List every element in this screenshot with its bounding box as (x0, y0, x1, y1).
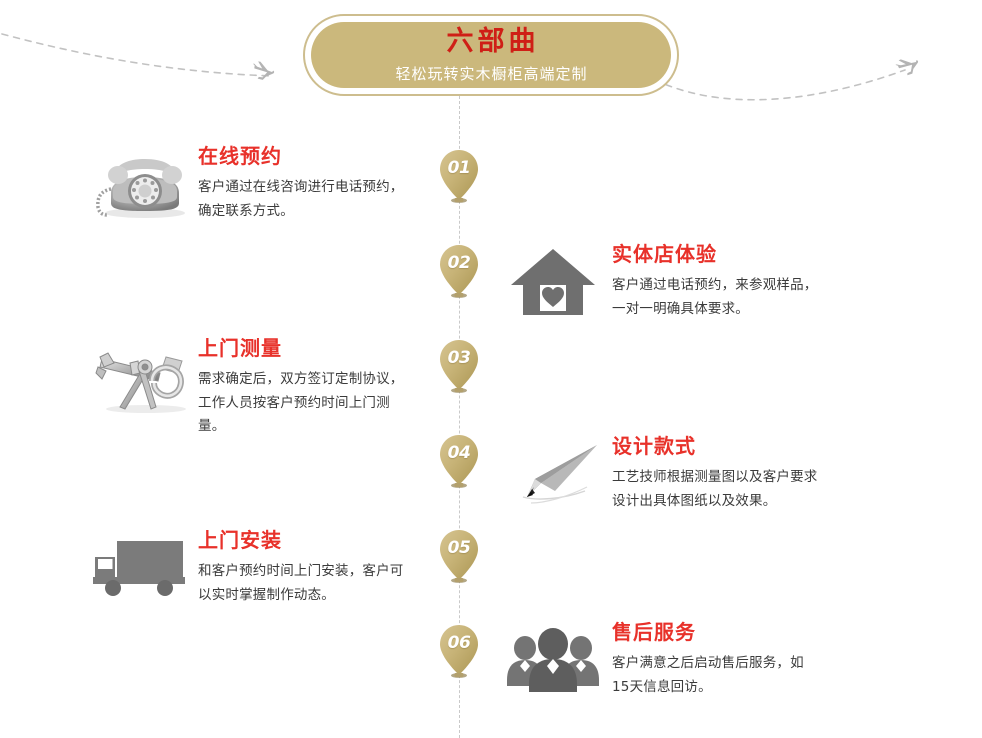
dashed-flight-path-left (1, 33, 273, 77)
timeline-pin-06: 06 (437, 623, 481, 681)
pin-number: 02 (447, 253, 471, 273)
caliper-compass-icon (88, 334, 198, 420)
step-05: 上门安装 和客户预约时间上门安装，客户可 以实时掌握制作动态。 (88, 526, 448, 612)
pin-shape (440, 340, 478, 393)
pin-number: 03 (447, 348, 471, 368)
timeline-spine (459, 96, 460, 738)
timeline-pin-02: 02 (437, 243, 481, 301)
desc-line: 客户通过电话预约，来参观样品， (612, 277, 818, 293)
desc-line: 工艺技师根据测量图以及客户要求 (612, 469, 818, 485)
desc-line: 确定联系方式。 (198, 202, 294, 219)
pin-number: 01 (447, 158, 471, 178)
desc-line: 工作人员按客户预约时间上门测 (198, 394, 390, 411)
step-02: 实体店体验 客户通过电话预约，来参观样品， 一对一明确具体要求。 (498, 240, 918, 326)
step-03: 上门测量 需求确定后，双方签订定制协议， 工作人员按客户预约时间上门测 量。 (88, 334, 448, 439)
pencil-icon (498, 432, 608, 518)
timeline-pin-05: 05 (437, 528, 481, 586)
desc-line: 需求确定后，双方签订定制协议， (198, 371, 404, 387)
house-heart-icon (498, 240, 608, 326)
step-heading: 实体店体验 (612, 242, 717, 266)
desc-line: 一对一明确具体要求。 (612, 300, 749, 317)
timeline-pin-01: 01 (437, 148, 481, 206)
pin-number: 04 (447, 443, 471, 463)
pin-number: 05 (447, 538, 471, 558)
airplane-icon-left (253, 61, 275, 80)
step-description: 需求确定后，双方签订定制协议， 工作人员按客户预约时间上门测 量。 (198, 368, 448, 439)
pin-shape (440, 530, 478, 583)
timeline-pin-04: 04 (437, 433, 481, 491)
step-heading: 上门安装 (198, 528, 282, 552)
rotary-telephone-icon (88, 142, 198, 228)
page-title: 六部曲 (446, 26, 540, 58)
desc-line: 量。 (198, 418, 226, 435)
step-01: 在线预约 客户通过在线咨询进行电话预约， 确定联系方式。 (88, 142, 448, 228)
desc-line: 和客户预约时间上门安装，客户可 (198, 563, 404, 579)
step-04: 设计款式 工艺技师根据测量图以及客户要求 设计出具体图纸以及效果。 (498, 432, 918, 518)
step-heading: 设计款式 (612, 434, 696, 458)
desc-line: 设计出具体图纸以及效果。 (612, 492, 777, 509)
desc-line: 客户通过在线咨询进行电话预约， (198, 179, 404, 195)
pin-number: 06 (447, 633, 471, 653)
timeline-pin-03: 03 (437, 338, 481, 396)
pin-shape (440, 435, 478, 488)
pin-shape (440, 625, 478, 678)
step-description: 客户通过在线咨询进行电话预约， 确定联系方式。 (198, 176, 448, 223)
step-heading: 售后服务 (612, 620, 696, 644)
step-description: 和客户预约时间上门安装，客户可 以实时掌握制作动态。 (198, 560, 448, 607)
step-description: 客户满意之后启动售后服务，如 15天信息回访。 (612, 652, 902, 699)
step-description: 工艺技师根据测量图以及客户要求 设计出具体图纸以及效果。 (612, 466, 902, 513)
desc-line: 以实时掌握制作动态。 (198, 586, 335, 603)
step-heading: 在线预约 (198, 144, 282, 168)
page-subtitle: 轻松玩转实木橱柜高端定制 (395, 64, 588, 83)
step-06: 售后服务 客户满意之后启动售后服务，如 15天信息回访。 (498, 618, 918, 704)
people-group-icon (498, 618, 608, 704)
pin-shape (440, 245, 478, 298)
airplane-icon-right (895, 59, 919, 76)
pin-shape (440, 150, 478, 203)
title-pill: 六部曲 轻松玩转实木橱柜高端定制 (303, 14, 679, 96)
step-heading: 上门测量 (198, 336, 282, 360)
title-pill-inner: 六部曲 轻松玩转实木橱柜高端定制 (311, 22, 671, 88)
desc-line: 15天信息回访。 (612, 678, 712, 695)
step-description: 客户通过电话预约，来参观样品， 一对一明确具体要求。 (612, 274, 902, 321)
delivery-truck-icon (88, 526, 198, 612)
desc-line: 客户满意之后启动售后服务，如 (612, 655, 804, 671)
